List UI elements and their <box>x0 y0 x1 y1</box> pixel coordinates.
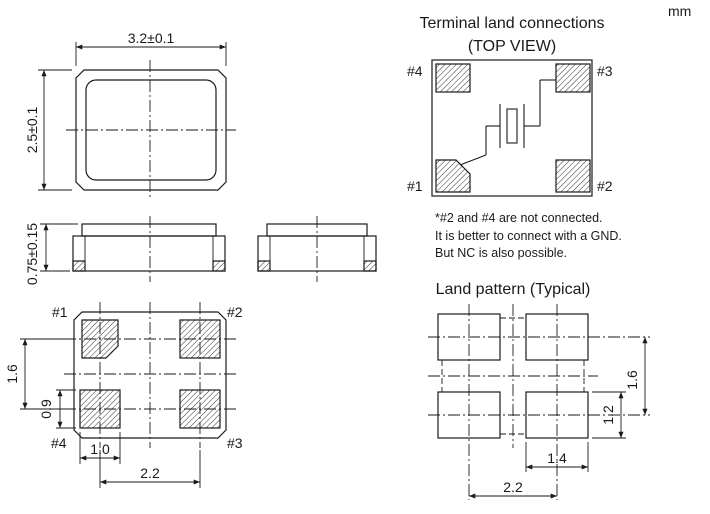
terminal-subtitle: (TOP VIEW) <box>468 38 556 55</box>
terminal-pad-3 <box>555 63 591 93</box>
side-end-terminal-left <box>257 260 271 272</box>
land-pad-w-label: 1.4 <box>547 450 567 466</box>
top-view-outline <box>75 69 227 191</box>
land-pad-h-label: 1.2 <box>600 405 616 425</box>
side-terminal-left <box>72 260 86 272</box>
thickness-dimension-label: 0.75±0.15 <box>24 223 40 285</box>
terminal-outline <box>431 59 593 197</box>
bottom-pad-w-label: 1.0 <box>90 441 110 457</box>
units-label: mm <box>668 3 691 19</box>
bottom-pitch-h-label: 2.2 <box>140 465 160 481</box>
side-view-right <box>257 216 377 282</box>
terminal-note-2: It is better to connect with a GND. <box>435 229 622 243</box>
side-view-body <box>72 235 226 272</box>
side-end-terminal-right <box>363 260 377 272</box>
terminal-pin-4-label: #4 <box>407 63 423 79</box>
terminal-pad-1 <box>435 159 471 193</box>
width-dimension-label: 3.2±0.1 <box>128 30 175 46</box>
side-terminal-right <box>212 260 226 272</box>
bottom-pin-2-label: #2 <box>227 304 243 320</box>
top-view <box>38 42 236 200</box>
bottom-pin-1-label: #1 <box>52 304 68 320</box>
terminal-note-3: But NC is also possible. <box>435 246 567 260</box>
bottom-view <box>20 302 236 488</box>
bottom-pin-4-label: #4 <box>51 435 67 451</box>
terminal-pad-4 <box>435 63 471 93</box>
terminal-title: Terminal land connections <box>420 15 605 32</box>
terminal-note-1: *#2 and #4 are not connected. <box>435 211 603 225</box>
land-pattern-title: Land pattern (Typical) <box>436 281 591 298</box>
bottom-pin-3-label: #3 <box>227 435 243 451</box>
terminal-pin-3-label: #3 <box>597 63 613 79</box>
side-view-lid <box>81 223 217 237</box>
land-pitch-h-label: 2.2 <box>503 479 523 495</box>
bottom-pad-h-label: 0.9 <box>38 399 54 419</box>
terminal-diagram <box>431 59 593 197</box>
land-pattern-diagram <box>428 304 650 500</box>
side-view-left <box>40 216 226 282</box>
height-dimension-label: 2.5±0.1 <box>24 106 40 153</box>
bottom-pitch-v-label: 1.6 <box>4 364 20 384</box>
terminal-pin-1-label: #1 <box>407 178 423 194</box>
terminal-pad-2 <box>555 159 591 193</box>
terminal-pin-2-label: #2 <box>597 178 613 194</box>
bottom-view-outline <box>73 311 227 439</box>
land-pitch-v-label: 1.6 <box>624 370 640 390</box>
crystal-symbol <box>459 79 556 166</box>
